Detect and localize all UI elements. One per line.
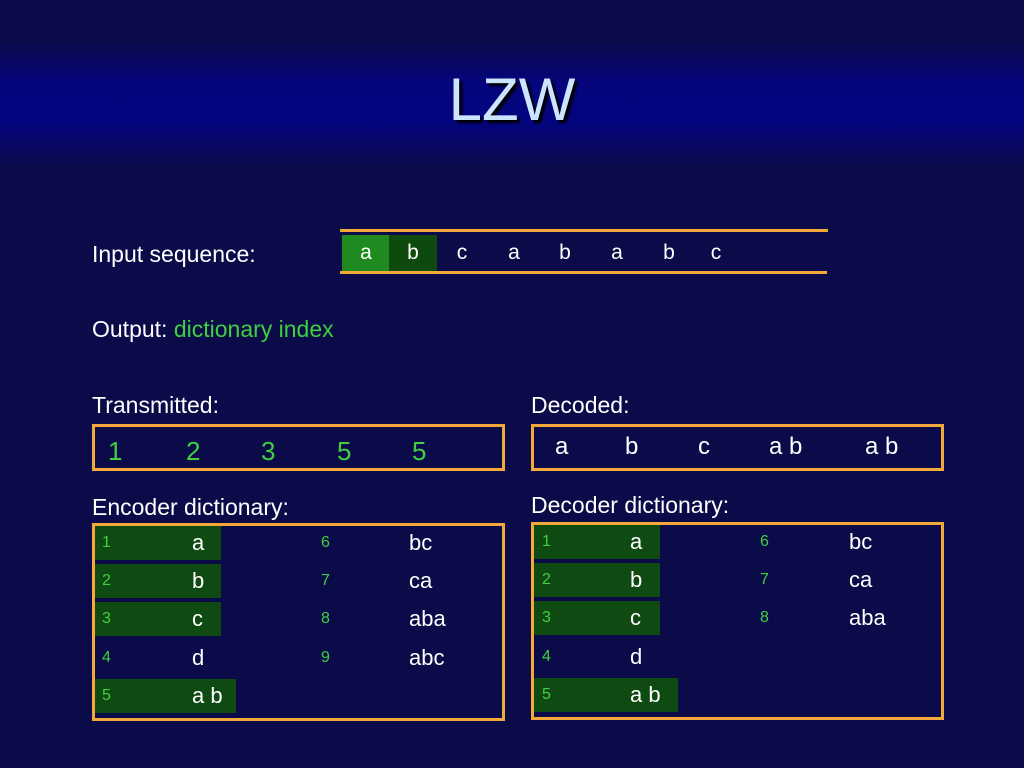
input-symbol: b bbox=[559, 241, 571, 264]
decoder-entry-index: 7 bbox=[760, 571, 769, 588]
encoder-entry-string: aba bbox=[409, 606, 446, 631]
decoder-row-highlight bbox=[534, 525, 660, 559]
transmitted-index: 5 bbox=[337, 436, 352, 466]
decoder-entry-index: 5 bbox=[542, 686, 551, 703]
encoder-entry-index: 7 bbox=[321, 572, 330, 589]
input-symbol: a bbox=[611, 241, 623, 264]
transmitted-index: 3 bbox=[261, 436, 276, 466]
decoder-row-highlight bbox=[534, 563, 660, 597]
transmitted-label: Transmitted: bbox=[92, 392, 219, 418]
input-symbol: a bbox=[508, 241, 520, 264]
encoder-row-highlight bbox=[95, 602, 221, 636]
output-line: Output: dictionary index bbox=[92, 315, 334, 343]
decoder-entry-index: 3 bbox=[542, 609, 551, 626]
encoder-entry-string: d bbox=[192, 645, 205, 670]
encoder-entry-string: abc bbox=[409, 645, 445, 670]
decoded-string: a b bbox=[865, 433, 899, 460]
encoder-entry-string: c bbox=[192, 606, 203, 631]
encoder-row-highlight bbox=[95, 679, 236, 713]
transmitted-box bbox=[92, 424, 505, 471]
encoder-entry-string: bc bbox=[409, 530, 433, 555]
encoder-entry-index: 8 bbox=[321, 610, 330, 627]
input-sequence-label: Input sequence: bbox=[92, 241, 256, 267]
encoder-entry-string: a b bbox=[192, 683, 223, 708]
decoder-row-highlight bbox=[534, 601, 660, 635]
input-symbol: c bbox=[456, 241, 468, 264]
output-label: Output: bbox=[92, 316, 168, 342]
decoder-entry-index: 4 bbox=[542, 648, 551, 665]
encoder-row-highlight bbox=[95, 526, 221, 560]
input-symbol: c bbox=[710, 241, 722, 264]
encoder-entry-string: ca bbox=[409, 568, 433, 593]
output-value: dictionary index bbox=[173, 316, 334, 342]
slide-title: LZW bbox=[448, 66, 576, 133]
encoder-entry-string: b bbox=[192, 568, 205, 593]
transmitted-index: 5 bbox=[412, 436, 427, 466]
encoder-dictionary-box bbox=[92, 523, 505, 721]
decoder-dictionary-box bbox=[531, 522, 944, 720]
decoder-entry-string: c bbox=[630, 605, 641, 630]
title-band bbox=[0, 40, 1024, 168]
decoded-string: a bbox=[555, 433, 569, 460]
encoder-dictionary-label: Encoder dictionary: bbox=[92, 494, 289, 520]
decoder-entry-index: 6 bbox=[760, 533, 769, 550]
decoder-entry-index: 8 bbox=[760, 609, 769, 626]
decoder-dictionary-label: Decoder dictionary: bbox=[531, 492, 730, 518]
decoder-entry-string: ca bbox=[849, 567, 873, 592]
decoder-entry-string: a bbox=[630, 529, 643, 554]
encoder-entry-index: 6 bbox=[321, 534, 330, 551]
encoder-entry-index: 3 bbox=[102, 610, 111, 627]
decoder-entry-string: aba bbox=[849, 605, 886, 630]
decoder-entry-string: a b bbox=[630, 682, 661, 707]
input-symbol: a bbox=[342, 235, 390, 271]
encoder-entry-index: 1 bbox=[102, 534, 111, 551]
decoded-string: b bbox=[625, 433, 639, 460]
input-symbol: b bbox=[389, 235, 437, 271]
decoder-entry-index: 2 bbox=[542, 571, 551, 588]
encoder-entry-string: a bbox=[192, 530, 205, 555]
transmitted-index: 2 bbox=[186, 436, 201, 466]
decoder-entry-string: d bbox=[630, 644, 643, 669]
decoded-label: Decoded: bbox=[531, 392, 630, 418]
encoder-row-highlight bbox=[95, 564, 221, 598]
encoder-entry-index: 4 bbox=[102, 649, 111, 666]
input-sequence-bottom-line bbox=[340, 271, 827, 274]
transmitted-index: 1 bbox=[108, 436, 123, 466]
decoder-entry-index: 1 bbox=[542, 533, 551, 550]
encoder-entry-index: 9 bbox=[321, 649, 330, 666]
decoder-entry-string: bc bbox=[849, 529, 873, 554]
input-symbol: b bbox=[663, 241, 675, 264]
encoder-entry-index: 2 bbox=[102, 572, 111, 589]
decoded-string: a b bbox=[769, 433, 803, 460]
decoded-string: c bbox=[698, 433, 710, 460]
encoder-entry-index: 5 bbox=[102, 687, 111, 704]
decoder-row-highlight bbox=[534, 678, 678, 712]
input-sequence-top-line bbox=[340, 229, 828, 232]
decoded-box bbox=[531, 424, 944, 471]
decoder-entry-string: b bbox=[630, 567, 643, 592]
